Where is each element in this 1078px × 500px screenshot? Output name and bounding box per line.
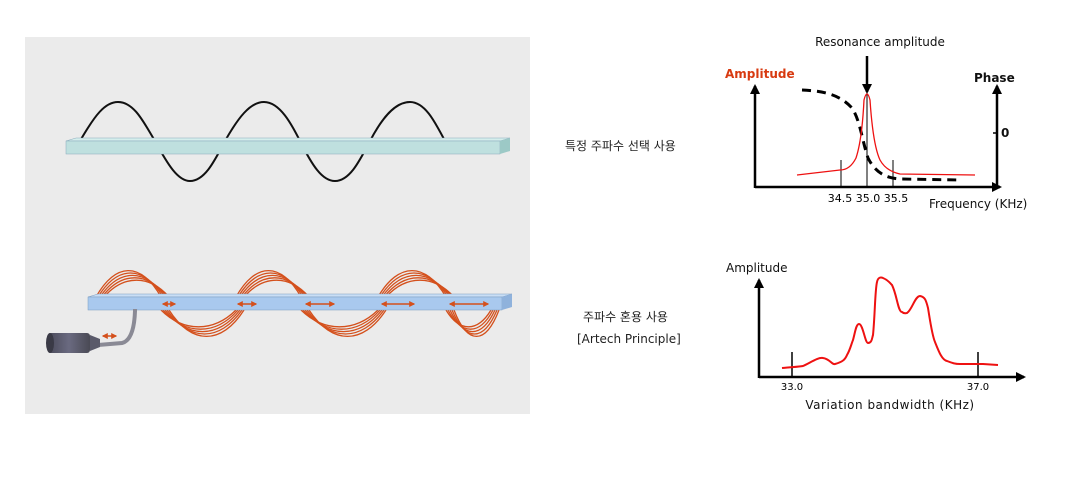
standing-wave-line — [95, 270, 500, 338]
mixed-frequency-label: 주파수 혼용 사용 — [583, 310, 668, 324]
vibration-direction-arrows — [101, 301, 490, 339]
chart1-xlabel: Frequency (KHz) — [929, 197, 1027, 211]
illustration-panel — [25, 37, 530, 414]
tick-label: 33.0 — [781, 382, 803, 393]
chart1-y2label: Phase — [974, 71, 1015, 85]
transducer-icon — [46, 309, 138, 353]
standing-wave-line — [101, 277, 494, 330]
single-sine-wave — [79, 100, 446, 183]
resonance-chart: Resonance amplitude Amplitude Phase 0 34… — [725, 35, 1027, 211]
standing-wave-line — [97, 272, 498, 335]
chart1-ylabel: Amplitude — [725, 67, 795, 81]
phase-zero-label: 0 — [1001, 126, 1009, 140]
single-frequency-label: 특정 주파수 선택 사용 — [565, 139, 676, 153]
tick-label: 35.0 — [856, 192, 881, 205]
multi-frequency-waves — [95, 270, 500, 338]
chart1-title: Resonance amplitude — [815, 35, 945, 49]
chart2-xlabel: Variation bandwidth (KHz) — [805, 398, 974, 412]
chart2-ylabel: Amplitude — [726, 261, 788, 275]
phase-curve — [801, 88, 961, 182]
tick-label: 37.0 — [967, 382, 989, 393]
tick-label: 35.5 — [884, 192, 909, 205]
tick-label: 34.5 — [828, 192, 853, 205]
artech-principle-label: [Artech Principle] — [577, 332, 681, 346]
amplitude-curve — [796, 93, 976, 176]
standing-wave-line — [99, 274, 496, 333]
mixed-amplitude-curve — [781, 276, 999, 369]
top-beam — [65, 137, 511, 155]
bottom-beam — [87, 293, 513, 311]
bandwidth-chart: Amplitude 33.0 37.0 Variation bandwidth … — [726, 261, 1026, 412]
standing-wave-line — [103, 279, 492, 328]
